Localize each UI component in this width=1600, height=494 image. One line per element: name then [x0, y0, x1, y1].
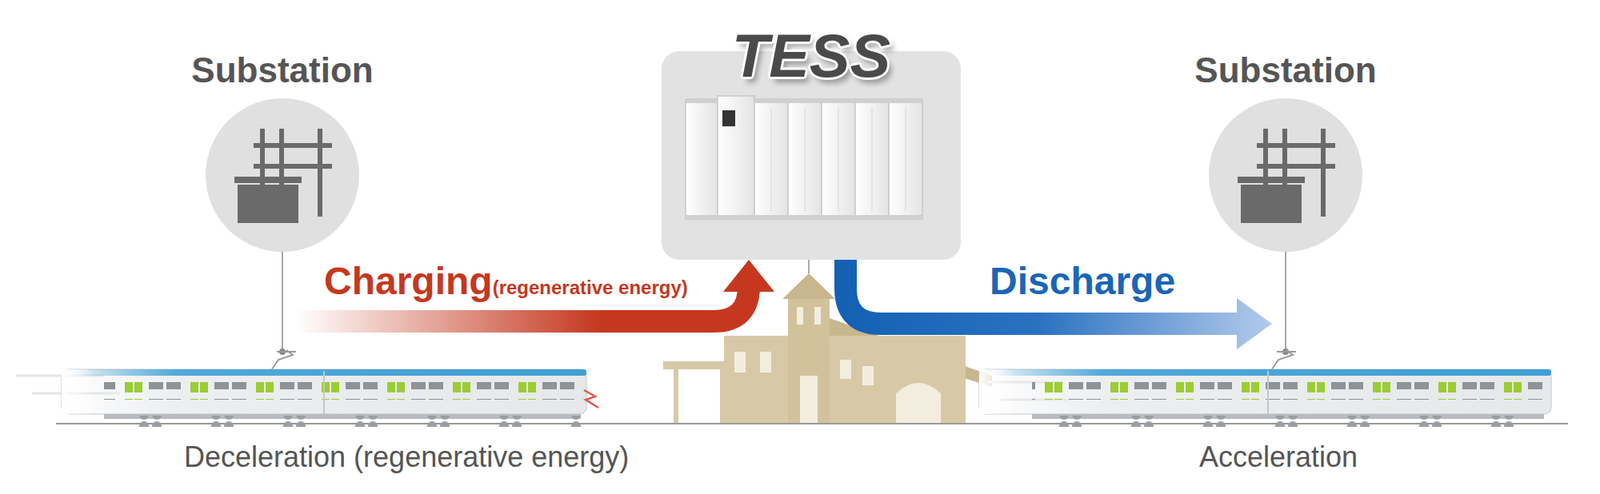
leader-stroke [281, 252, 284, 352]
substation-heading: Substation [1167, 48, 1404, 92]
leader-stroke [1284, 252, 1287, 352]
label-note: (regenerative energy) [492, 277, 688, 299]
train-node: Acceleration [976, 320, 1556, 480]
train-accelerating [976, 320, 1556, 432]
edge-label: Charging [324, 260, 493, 304]
leader-line [808, 260, 810, 274]
edge-label-group: Discharge [989, 260, 1176, 304]
edge-label: Discharge [989, 260, 1176, 304]
substation-heading: Substation [164, 48, 401, 92]
edge-label-group: Charging(regenerative energy) [324, 260, 688, 304]
train-caption: Deceleration (regenerative energy) [184, 440, 629, 475]
leader-line [279, 252, 286, 356]
substation-node: Substation [164, 48, 401, 252]
leader-line [1282, 252, 1289, 356]
train-node: Deceleration (regenerative energy) [56, 320, 600, 480]
train-decelerating [56, 320, 600, 432]
arrow-head [723, 260, 775, 292]
train-caption: Acceleration [1199, 440, 1358, 475]
substation-icon [205, 98, 360, 252]
substation-node: Substation [1167, 48, 1404, 252]
storage-title: TESS [661, 20, 961, 91]
arrow-shaft [845, 260, 1239, 324]
station-building [663, 273, 992, 424]
storage-box: TESS [661, 51, 961, 260]
arrow-head [1236, 298, 1272, 350]
substation-icon [1208, 98, 1363, 252]
discharge-arrow [845, 260, 1272, 350]
charging-arrow [296, 260, 775, 322]
